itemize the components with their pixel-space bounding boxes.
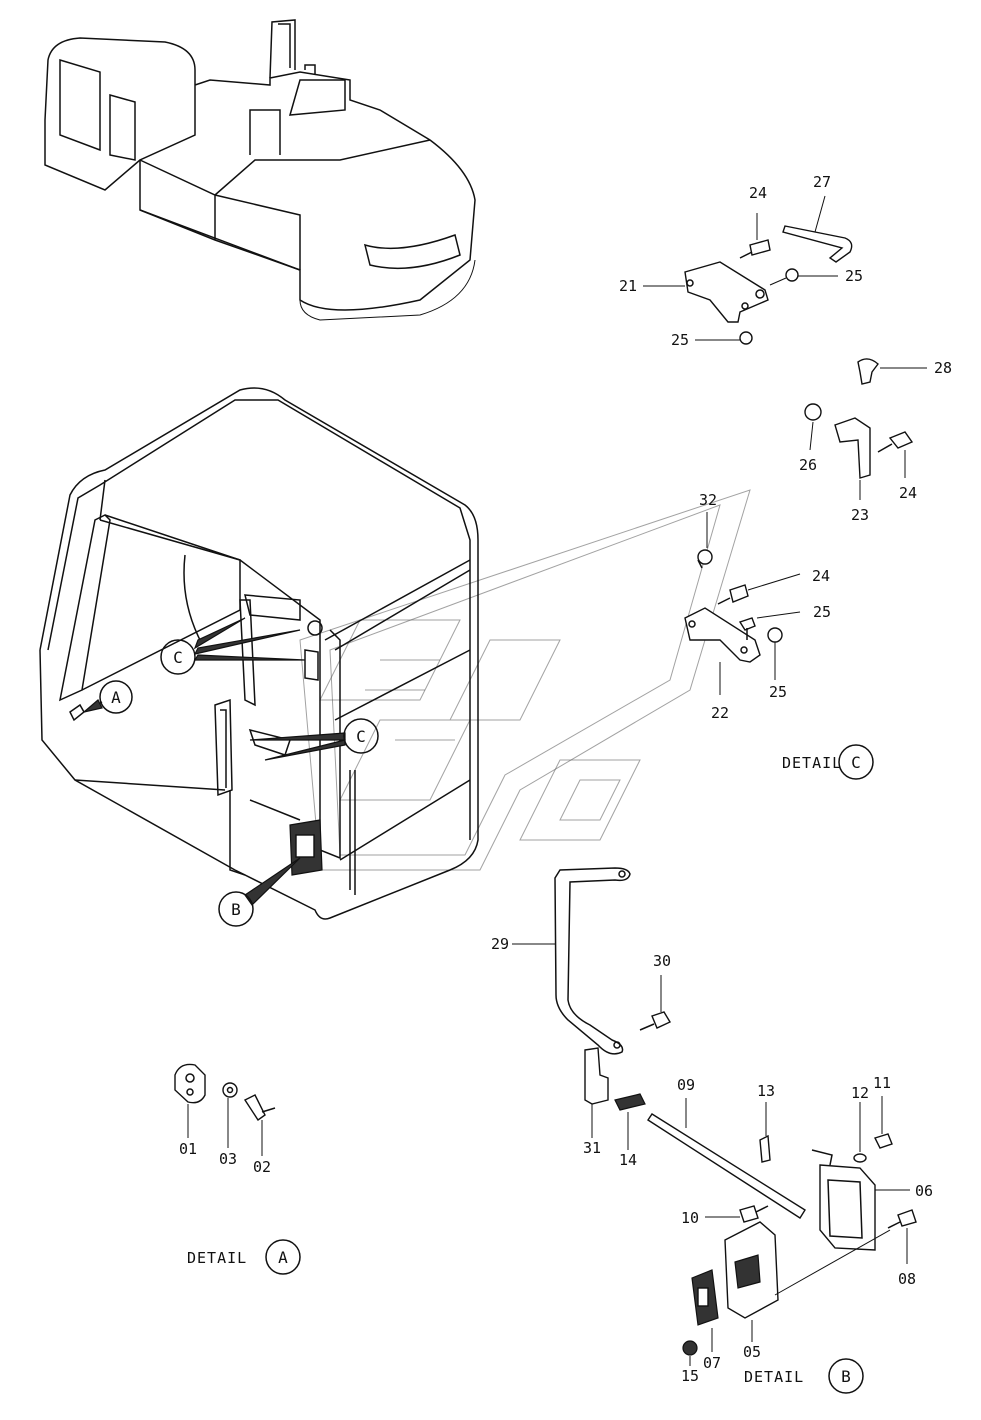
- screw-25c-illustration: [738, 611, 801, 640]
- washer-12-illustration: [853, 1102, 867, 1163]
- link-09-illustration: [647, 1098, 806, 1219]
- bolt-24c-illustration: [717, 573, 801, 605]
- label-08: 08: [898, 1270, 916, 1288]
- pad-14-illustration: [614, 1093, 646, 1150]
- label-23: 23: [851, 506, 869, 524]
- label-25d: 25: [769, 683, 787, 701]
- callout-c-main-1: C: [160, 617, 306, 675]
- label-14: 14: [619, 1151, 637, 1169]
- label-27: 27: [813, 173, 831, 191]
- label-25b: 25: [671, 331, 689, 349]
- part-labels: 24 27 21 25 25 28 26 24 23 32 24 25 25 2…: [179, 173, 952, 1385]
- detail-b-letter: B: [841, 1367, 851, 1386]
- label-25c: 25: [813, 603, 831, 621]
- label-09: 09: [677, 1076, 695, 1094]
- bolt-24a-illustration: [739, 213, 771, 259]
- detail-b-caption: DETAIL B: [744, 1358, 864, 1394]
- label-07: 07: [703, 1354, 721, 1372]
- watermark-logo: [299, 489, 751, 871]
- bolt-08-illustration: [887, 1209, 917, 1264]
- allen-key-27-illustration: [782, 195, 853, 263]
- callout-c-main-1-label: C: [173, 648, 183, 667]
- callout-a-main: A: [83, 680, 133, 714]
- detail-b-text: DETAIL: [744, 1368, 804, 1386]
- label-01: 01: [179, 1140, 197, 1158]
- label-32: 32: [699, 491, 717, 509]
- latch-31-illustration: [584, 1047, 609, 1138]
- bracket-22-illustration: [684, 607, 761, 695]
- bolt-30-illustration: [639, 975, 672, 1031]
- label-24b: 24: [899, 484, 917, 502]
- label-03: 03: [219, 1150, 237, 1168]
- nut-32-illustration: [697, 512, 713, 569]
- label-30: 30: [653, 952, 671, 970]
- label-11: 11: [873, 1074, 891, 1092]
- cab-frame-illustration: [39, 387, 479, 920]
- label-25a: 25: [845, 267, 863, 285]
- detail-a-caption: DETAIL A: [187, 1239, 301, 1275]
- nut-15-illustration: [682, 1340, 698, 1366]
- label-21: 21: [619, 277, 637, 295]
- nut-25b-illustration: [695, 331, 753, 345]
- callout-b-main-label: B: [231, 900, 241, 919]
- detail-a-text: DETAIL: [187, 1249, 247, 1267]
- housing-06-illustration: [811, 1149, 910, 1251]
- bracket-21-illustration: [684, 261, 769, 323]
- callout-a-main-label: A: [111, 688, 121, 707]
- plate-01-illustration: [174, 1063, 206, 1138]
- excavator-overview-illustration: [44, 19, 476, 321]
- nut-25d-illustration: [767, 627, 783, 680]
- bracket-23-illustration: [804, 403, 914, 500]
- label-24c: 24: [812, 567, 830, 585]
- cover-07-illustration: [691, 1269, 719, 1352]
- detail-c-letter: C: [851, 753, 861, 772]
- detail-c-caption: DETAIL C: [782, 744, 874, 780]
- pin-28-illustration: [857, 358, 927, 385]
- label-28: 28: [934, 359, 952, 377]
- label-24a: 24: [749, 184, 767, 202]
- label-12: 12: [851, 1084, 869, 1102]
- bolt-10-illustration: [705, 1205, 769, 1223]
- label-13: 13: [757, 1082, 775, 1100]
- callout-b-main: B: [218, 857, 301, 927]
- label-02: 02: [253, 1158, 271, 1176]
- label-06: 06: [915, 1182, 933, 1200]
- label-05: 05: [743, 1343, 761, 1361]
- washer-03-illustration: [222, 1082, 238, 1148]
- spring-13-illustration: [759, 1102, 771, 1163]
- label-10: 10: [681, 1209, 699, 1227]
- nut-11-illustration: [874, 1096, 893, 1149]
- detail-c-text: DETAIL: [782, 754, 842, 772]
- plate-05-illustration: [724, 1221, 891, 1342]
- detail-a-letter: A: [278, 1248, 288, 1267]
- label-31: 31: [583, 1139, 601, 1157]
- callout-c-main-2-label: C: [356, 727, 366, 746]
- label-29: 29: [491, 935, 509, 953]
- label-26: 26: [799, 456, 817, 474]
- label-15: 15: [681, 1367, 699, 1385]
- callout-c-main-2: C: [249, 718, 379, 761]
- rod-29-illustration: [512, 867, 631, 1055]
- screw-02-illustration: [243, 1094, 276, 1156]
- nut-25a-illustration: [769, 268, 838, 286]
- label-22: 22: [711, 704, 729, 722]
